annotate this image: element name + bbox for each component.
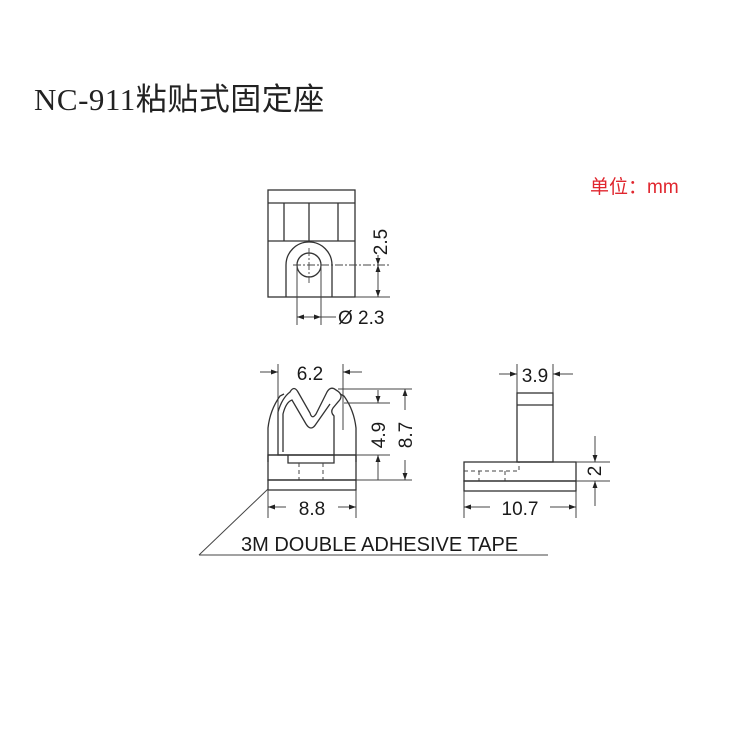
dim-2-5: 2.5	[371, 229, 392, 255]
dim-3-9: 3.9	[522, 366, 548, 387]
dim-8-7: 8.7	[396, 422, 417, 448]
dim-8-8: 8.8	[299, 499, 325, 520]
dim-10-7: 10.7	[502, 499, 539, 520]
tape-annotation: 3M DOUBLE ADHESIVE TAPE	[198, 488, 548, 556]
dim-2: 2	[585, 466, 606, 477]
page-title: NC-911粘贴式固定座	[34, 82, 325, 117]
tape-label: 3M DOUBLE ADHESIVE TAPE	[241, 534, 518, 556]
side-view: 3.9 2 10.7	[463, 364, 610, 520]
dim-6-2: 6.2	[297, 364, 323, 385]
front-view: 6.2 4.9 8.7 8.8	[260, 364, 417, 520]
dim-hole-diameter: Ø 2.3	[338, 308, 384, 329]
unit-label: 单位：mm	[590, 177, 679, 198]
dim-4-9: 4.9	[369, 422, 390, 448]
top-view: 2.5 Ø 2.3	[267, 189, 392, 329]
